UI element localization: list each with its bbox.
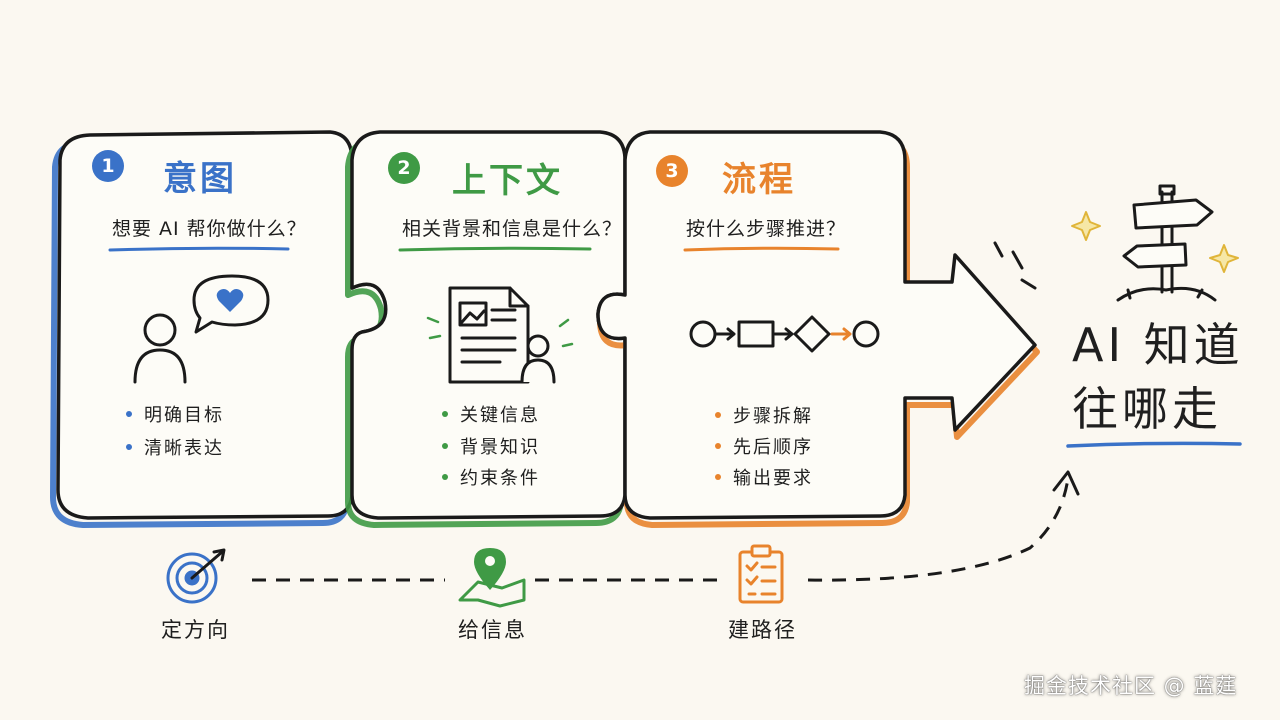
step3-title: 流程 (722, 160, 796, 200)
bullet-text: 约束条件 (460, 468, 540, 489)
bullet-text: 清晰表达 (144, 438, 224, 459)
step3-bullet-1: 步骤拆解 (715, 408, 813, 426)
path-label-info: 给信息 (458, 618, 527, 642)
bullet-dot (715, 443, 721, 449)
step2-bullet-3: 约束条件 (442, 470, 540, 488)
bullet-dot (126, 444, 132, 450)
result-underline (1066, 441, 1242, 448)
step3-arrow-card (596, 130, 1040, 528)
bullet-dot (715, 412, 721, 418)
result-line-1: AI 知道 (1072, 318, 1244, 372)
path-dash-3 (807, 477, 1070, 582)
step1-bullet-1: 明确目标 (126, 407, 224, 425)
clipboard-checklist-icon (738, 544, 784, 604)
step3-bullet-3: 输出要求 (715, 470, 813, 488)
sparkle-icon (1071, 211, 1239, 273)
step3-bullet-2: 先后顺序 (715, 439, 813, 457)
flowchart-icon (689, 315, 880, 353)
bullet-dot (442, 411, 448, 417)
step3-underline (683, 246, 840, 252)
step2-bullet-1: 关键信息 (442, 407, 540, 425)
step1-question: 想要 AI 帮你做什么？ (112, 218, 307, 240)
bullet-text: 输出要求 (733, 468, 813, 489)
step3-question: 按什么步骤推进？ (686, 218, 847, 240)
heart-speech-bubble-icon (192, 274, 270, 334)
step1-number-badge: 1 (92, 150, 124, 182)
watermark: 掘金技术社区 @ 蓝莛 (1024, 674, 1238, 698)
bullet-text: 步骤拆解 (733, 406, 813, 427)
target-icon (166, 548, 226, 604)
bullet-dot (715, 474, 721, 480)
bullet-text: 背景知识 (460, 437, 540, 458)
map-pin-icon (458, 548, 526, 608)
path-arrowhead (1052, 470, 1080, 496)
step1-title: 意图 (163, 159, 237, 199)
bullet-dot (442, 474, 448, 480)
signpost-icon (1116, 184, 1217, 302)
person-icon (133, 313, 187, 384)
step2-bullet-2: 背景知识 (442, 439, 540, 457)
path-label-route: 建路径 (728, 618, 797, 642)
step2-number-badge: 2 (388, 152, 420, 184)
bullet-text: 先后顺序 (733, 437, 813, 458)
step1-bullet-2: 清晰表达 (126, 440, 224, 458)
bullet-text: 明确目标 (144, 405, 224, 426)
result-line-2: 往哪走 (1072, 382, 1222, 436)
step2-underline (398, 246, 592, 252)
step2-question: 相关背景和信息是什么？ (402, 218, 623, 240)
path-label-direction: 定方向 (161, 618, 230, 642)
bullet-dot (126, 411, 132, 417)
step2-title: 上下文 (452, 161, 563, 201)
document-person-icon (426, 286, 574, 384)
bullet-text: 关键信息 (460, 405, 540, 426)
bullet-dot (442, 443, 448, 449)
step1-underline (108, 246, 290, 252)
step3-number-badge: 3 (656, 155, 688, 187)
